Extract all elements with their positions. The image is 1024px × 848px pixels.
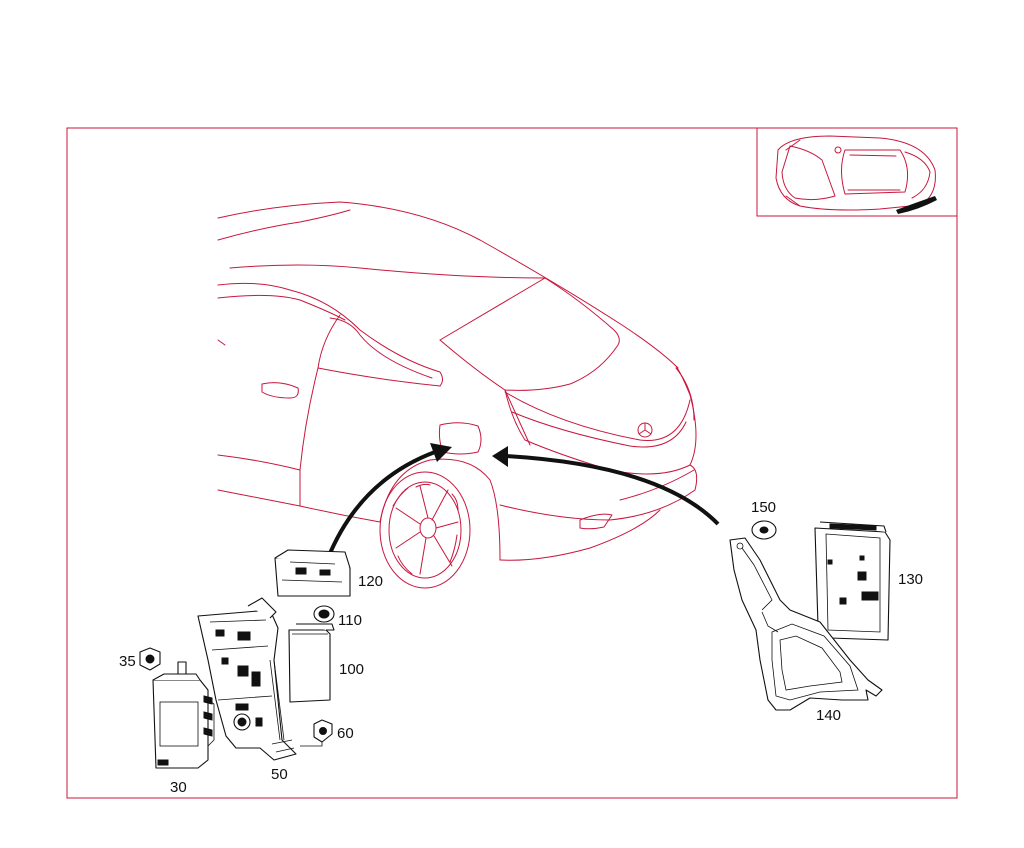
- diagram-frame: [66, 127, 958, 799]
- part-label-140: 140: [816, 707, 841, 724]
- vehicle-locator-thumbnail-icon: [756, 127, 958, 217]
- part-label-60: 60: [337, 725, 354, 742]
- part-140-bracket: [729, 537, 883, 711]
- part-label-30: 30: [170, 779, 187, 796]
- part-50-bracket: [197, 597, 297, 761]
- part-label-50: 50: [271, 766, 288, 783]
- part-label-110: 110: [338, 612, 362, 629]
- location-arrow-right: [492, 446, 720, 526]
- mercedes-star-emblem-icon: [637, 422, 653, 438]
- part-label-150: 150: [751, 499, 776, 516]
- part-150-washer: [751, 520, 777, 540]
- part-label-100: 100: [339, 661, 364, 678]
- part-110-washer: [313, 605, 335, 623]
- part-100-module: [288, 623, 335, 703]
- location-arrow-left: [326, 443, 452, 559]
- part-label-130: 130: [898, 571, 923, 588]
- part-130-control-unit: [814, 521, 891, 641]
- part-120-module: [274, 549, 351, 597]
- part-35-nut: [139, 647, 161, 671]
- vehicle-outline: [217, 201, 698, 589]
- part-label-35: 35: [119, 653, 136, 670]
- part-60-nut: [300, 719, 333, 747]
- part-label-120: 120: [358, 573, 383, 590]
- part-30-control-module: [152, 661, 215, 769]
